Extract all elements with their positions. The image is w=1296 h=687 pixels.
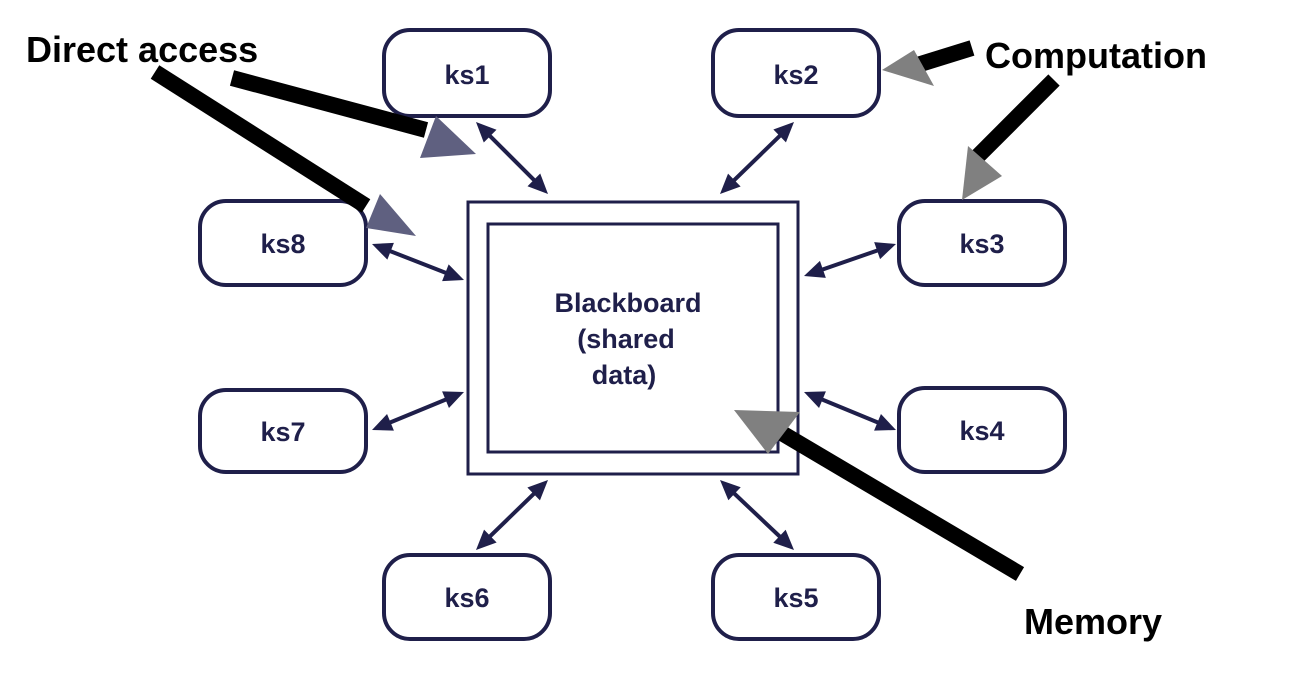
ks8-box bbox=[198, 199, 368, 287]
annotation-direct-access-label: Direct access bbox=[26, 29, 258, 70]
ks5-connector-head-blackboard bbox=[720, 480, 741, 501]
knowledge-source-ks7: ks7 bbox=[198, 388, 368, 474]
ks4-connector-head-ks bbox=[874, 414, 896, 431]
memory-bar bbox=[775, 425, 1025, 581]
ks3-connector-head-ks bbox=[874, 242, 896, 260]
knowledge-source-ks3: ks3 bbox=[897, 199, 1067, 287]
ks7-box bbox=[198, 388, 368, 474]
ks2-box bbox=[711, 28, 881, 118]
ks3-label: ks3 bbox=[959, 229, 1004, 259]
annotation-computation-pointer-1 bbox=[882, 40, 975, 86]
ks5-connector-line bbox=[728, 488, 786, 542]
direct-access-bar-1 bbox=[229, 70, 429, 138]
annotation-computation-label: Computation bbox=[985, 35, 1207, 76]
ks4-connector-line bbox=[816, 395, 884, 427]
knowledge-source-ks1: ks1 bbox=[382, 28, 552, 118]
blackboard-label-line-2: (shared bbox=[577, 324, 675, 354]
ks7-connector-line bbox=[384, 395, 452, 427]
annotation-direct-access-pointer-2 bbox=[150, 65, 416, 236]
computation-arrowhead-1 bbox=[882, 50, 934, 86]
ks5-label: ks5 bbox=[773, 583, 818, 613]
knowledge-source-ks4: ks4 bbox=[897, 386, 1067, 474]
ks2-label: ks2 bbox=[773, 60, 818, 90]
ks6-connector-head-ks bbox=[476, 529, 497, 550]
direct-access-arrowhead-2 bbox=[366, 194, 416, 236]
memory-arrowhead bbox=[734, 410, 800, 454]
ks1-label: ks1 bbox=[444, 60, 489, 90]
ks5-box bbox=[711, 553, 881, 641]
computation-bar-1 bbox=[911, 40, 975, 74]
ks2-connector-line bbox=[728, 130, 786, 186]
knowledge-source-ks2: ks2 bbox=[711, 28, 881, 118]
direct-access-bar-2 bbox=[150, 65, 371, 213]
ks1-box bbox=[382, 28, 552, 118]
annotation-computation-pointer-2 bbox=[962, 74, 1060, 200]
knowledge-source-ks6: ks6 bbox=[382, 553, 552, 641]
ks8-connector-head-ks bbox=[372, 242, 394, 260]
ks7-connector-head-ks bbox=[372, 414, 394, 431]
blackboard-label-line-3: data) bbox=[592, 360, 657, 390]
annotation-memory-pointer bbox=[734, 410, 1025, 581]
ks2-connector-head-blackboard bbox=[720, 173, 741, 194]
annotation-memory-label: Memory bbox=[1024, 601, 1162, 642]
knowledge-source-ks8: ks8 bbox=[198, 199, 368, 287]
computation-bar-2 bbox=[972, 74, 1060, 162]
ks8-label: ks8 bbox=[260, 229, 305, 259]
ks4-box bbox=[897, 386, 1067, 474]
ks1-connector-head-ks bbox=[476, 122, 497, 143]
blackboard-inner-frame bbox=[486, 222, 780, 454]
ks7-connector-head-blackboard bbox=[442, 391, 464, 408]
blackboard-label-line-1: Blackboard bbox=[554, 288, 701, 318]
ks6-label: ks6 bbox=[444, 583, 489, 613]
knowledge-source-ks5: ks5 bbox=[711, 553, 881, 641]
ks1-connector-head-blackboard bbox=[527, 173, 548, 194]
ks8-connector-line bbox=[384, 247, 452, 277]
connectors bbox=[372, 122, 896, 550]
ks1-connector-line bbox=[484, 130, 540, 186]
ks2-connector-head-ks bbox=[773, 122, 794, 143]
blackboard-box: Blackboard (shared data) bbox=[466, 200, 800, 476]
ks4-connector-head-blackboard bbox=[804, 391, 826, 408]
ks8-connector-head-blackboard bbox=[442, 264, 464, 282]
ks5-connector-head-ks bbox=[773, 529, 794, 550]
ks4-label: ks4 bbox=[959, 416, 1004, 446]
ks3-box bbox=[897, 199, 1067, 287]
annotation-direct-access-pointer-1 bbox=[229, 70, 476, 158]
ks3-connector-line bbox=[816, 246, 884, 274]
ks6-box bbox=[382, 553, 552, 641]
ks6-connector-head-blackboard bbox=[527, 480, 548, 501]
direct-access-arrowhead-1 bbox=[420, 116, 476, 158]
ks6-connector-line bbox=[484, 488, 540, 542]
ks7-label: ks7 bbox=[260, 417, 305, 447]
computation-arrowhead-2 bbox=[962, 146, 1002, 200]
ks3-connector-head-blackboard bbox=[804, 260, 826, 278]
